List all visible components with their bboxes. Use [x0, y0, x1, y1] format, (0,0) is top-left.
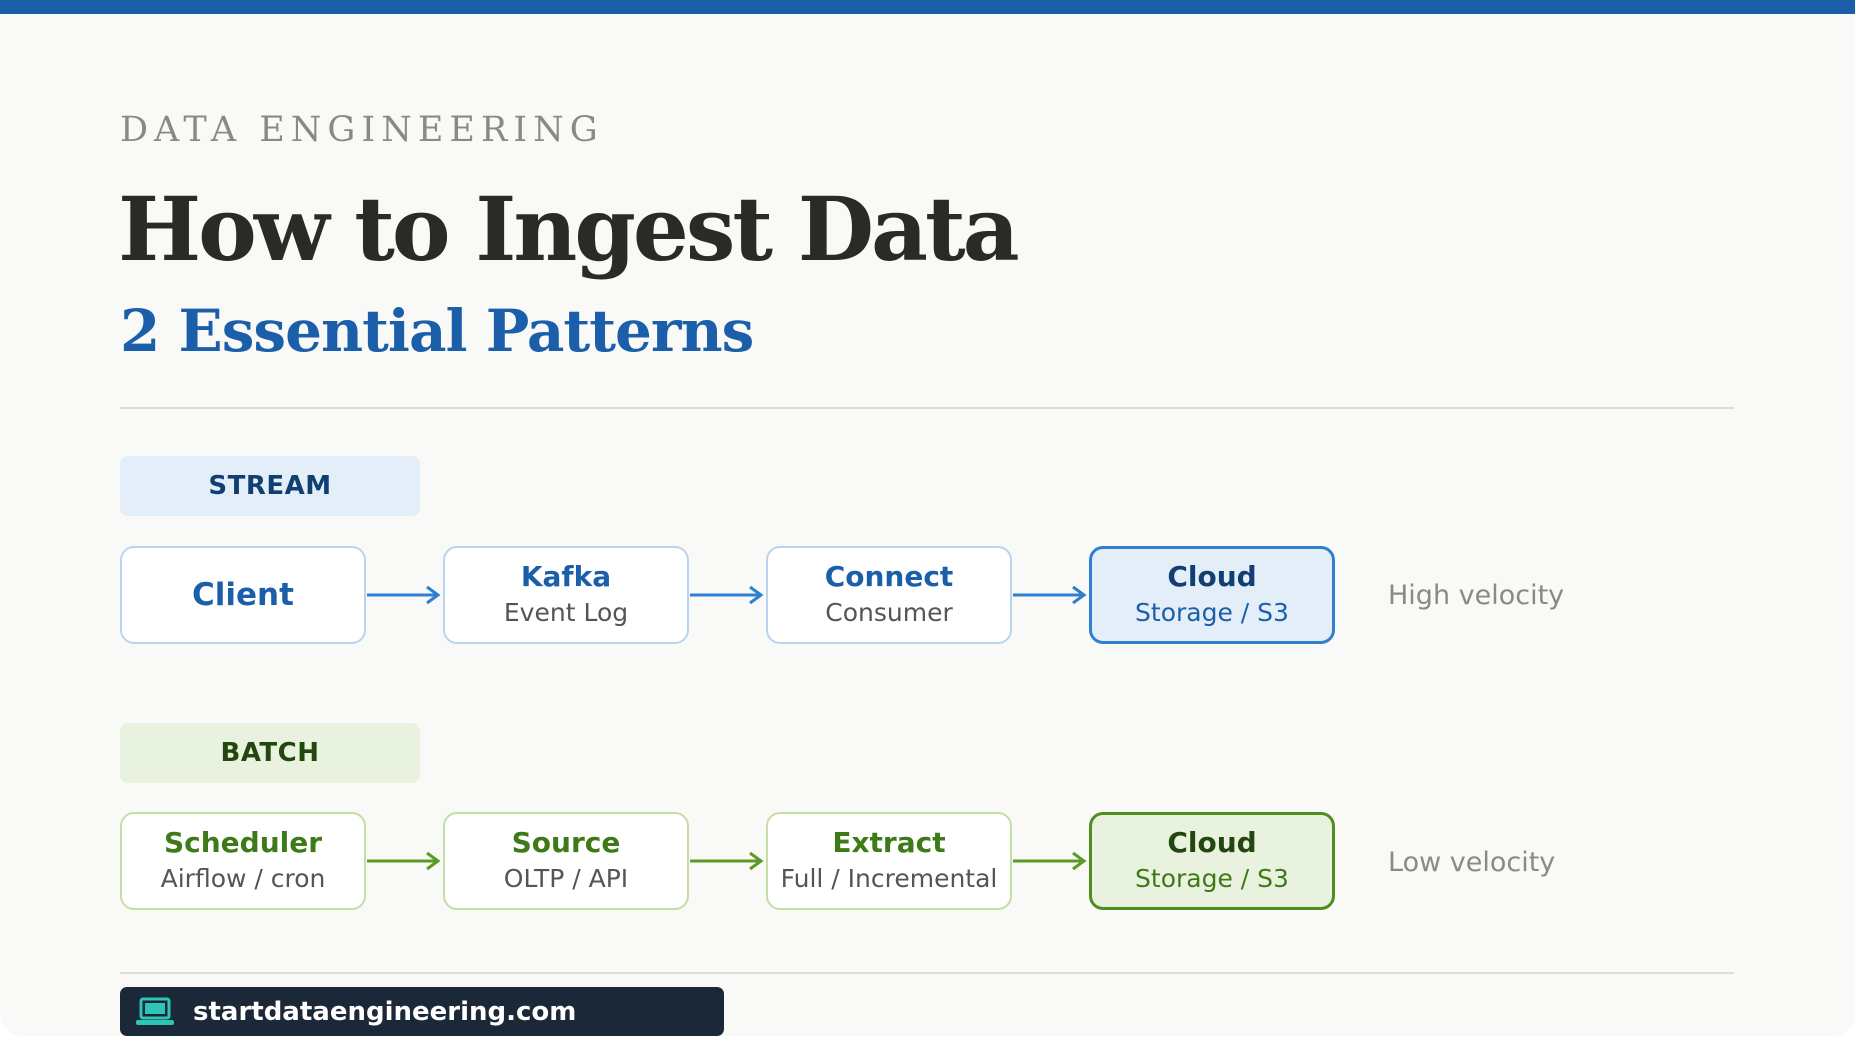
- stream-label: STREAM: [120, 456, 420, 516]
- stream-arrow-2: [690, 585, 764, 605]
- node-subtitle: Airflow / cron: [160, 864, 326, 893]
- node-subtitle: Storage / S3: [1135, 598, 1289, 627]
- node-name: Cloud: [1167, 826, 1257, 859]
- page-subtitle: 2 Essential Patterns: [120, 297, 754, 365]
- node-name: Kafka: [520, 560, 612, 593]
- batch-arrow-3: [1013, 851, 1087, 871]
- stream-node-cloud-storage: Cloud Storage / S3: [1089, 546, 1335, 644]
- stream-node-kafka: Kafka Event Log: [443, 546, 689, 644]
- footer-url[interactable]: startdataengineering.com: [193, 996, 577, 1027]
- stream-arrow-3: [1013, 585, 1087, 605]
- stream-velocity-note: High velocity: [1388, 580, 1565, 611]
- node-name: Scheduler: [163, 826, 323, 859]
- divider-top: [120, 407, 1734, 409]
- batch-node-cloud-storage: Cloud Storage / S3: [1089, 812, 1335, 910]
- stream-node-client: Client: [120, 546, 366, 644]
- eyebrow: DATA ENGINEERING: [120, 110, 604, 150]
- node-name: Connect: [824, 560, 954, 593]
- node-subtitle: Storage / S3: [1135, 864, 1289, 893]
- stream-node-connect: Connect Consumer: [766, 546, 1012, 644]
- laptop-icon: [136, 997, 174, 1025]
- node-name: Cloud: [1167, 560, 1257, 593]
- node-name: Source: [511, 826, 621, 859]
- batch-velocity-note: Low velocity: [1388, 847, 1556, 878]
- node-subtitle: Full / Incremental: [780, 864, 998, 893]
- batch-label: BATCH: [120, 723, 420, 783]
- batch-arrow-1: [367, 851, 441, 871]
- divider-bottom: [120, 972, 1734, 974]
- node-name: Extract: [832, 826, 946, 859]
- node-subtitle: OLTP / API: [503, 864, 629, 893]
- node-subtitle: Event Log: [503, 598, 629, 627]
- batch-node-source: Source OLTP / API: [443, 812, 689, 910]
- node-subtitle: Consumer: [825, 598, 953, 627]
- batch-arrow-2: [690, 851, 764, 871]
- page-title: How to Ingest Data: [118, 177, 1020, 281]
- footer-badge[interactable]: startdataengineering.com: [120, 987, 724, 1036]
- stream-arrow-1: [367, 585, 441, 605]
- node-name: Client: [192, 577, 294, 613]
- batch-node-extract: Extract Full / Incremental: [766, 812, 1012, 910]
- batch-node-scheduler: Scheduler Airflow / cron: [120, 812, 366, 910]
